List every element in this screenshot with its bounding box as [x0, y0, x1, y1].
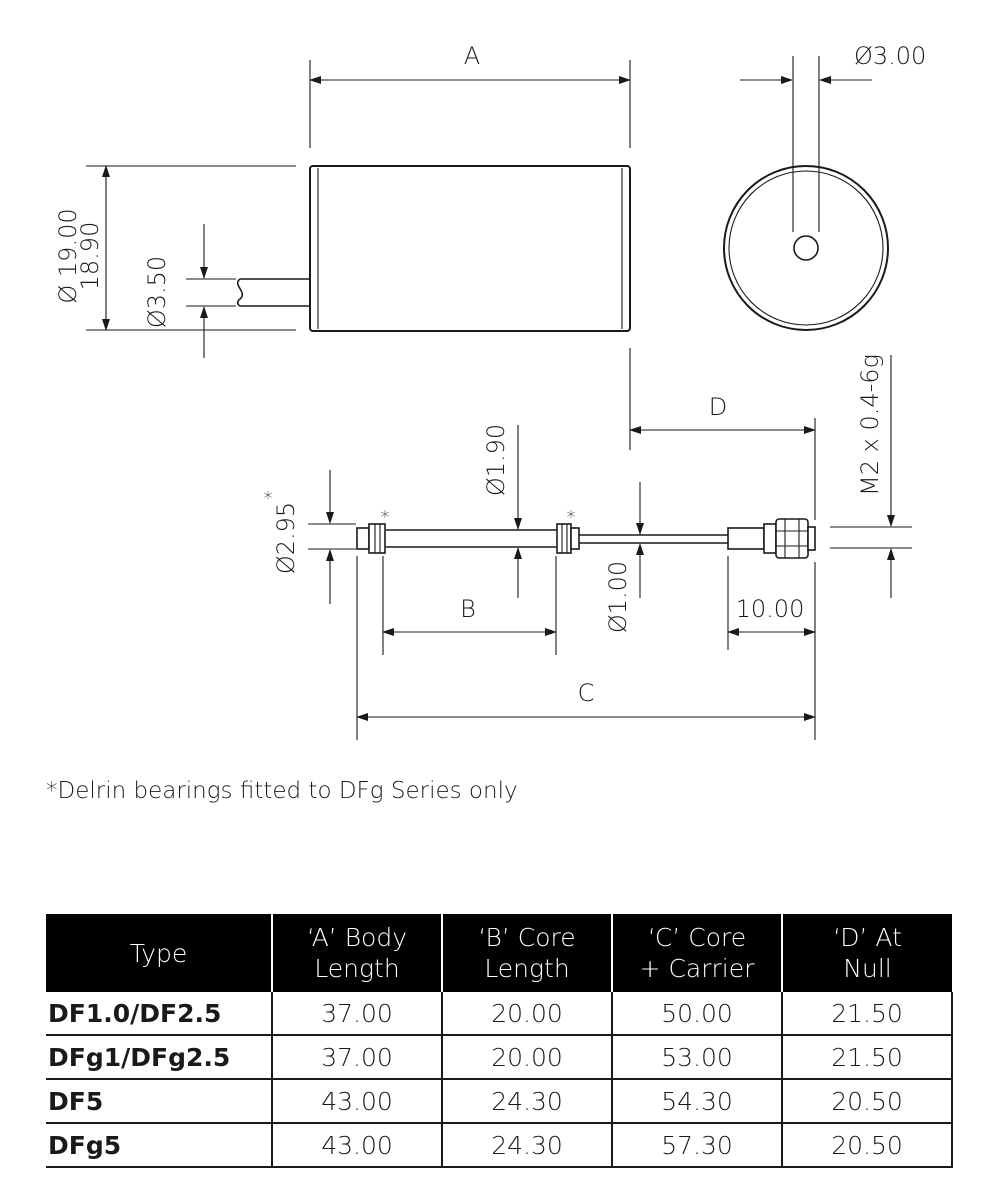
dimension-body-diameter: Ø 19.00 18.90: [54, 165, 296, 331]
dimension-rod-diameter: Ø1.00: [604, 482, 644, 633]
dimension-d: D: [629, 348, 816, 520]
cell-a: 43.00: [271, 1123, 443, 1168]
cell-b: 20.00: [441, 1035, 613, 1080]
body-end-view: [723, 165, 889, 331]
dimension-bore-diameter: Ø3.00: [740, 42, 926, 232]
dimension-2-95-star: *: [264, 488, 273, 509]
dimension-3-50-label: Ø3.50: [143, 256, 171, 328]
dimension-1-90-label: Ø1.90: [482, 424, 510, 496]
dimension-18-90-label: 18.90: [76, 222, 104, 291]
cell-c: 54.30: [611, 1079, 783, 1124]
cell-c: 50.00: [611, 992, 783, 1036]
cell-d: 21.50: [781, 1035, 953, 1080]
cell-a: 37.00: [271, 992, 443, 1036]
table-row: DFg1/DFg2.5 37.00 20.00 53.00 21.50: [46, 1035, 953, 1080]
dimension-2-95-label: Ø2.95: [272, 502, 300, 574]
dimension-a: A: [309, 42, 631, 148]
cell-b: 20.00: [441, 992, 613, 1036]
cell-type: DF5: [46, 1079, 273, 1124]
cell-d: 20.50: [781, 1079, 953, 1124]
header-c-core-carrier: ‘C’ Core+ Carrier: [611, 914, 782, 992]
dimension-3-00-label: Ø3.00: [854, 42, 926, 70]
cell-b: 24.30: [441, 1123, 613, 1168]
core-assembly: * *: [356, 507, 816, 559]
table-row: DF5 43.00 24.30 54.30 20.50: [46, 1079, 953, 1124]
cell-c: 53.00: [611, 1035, 783, 1080]
body-side-view: [236, 165, 631, 332]
dimension-d-label: D: [709, 393, 727, 421]
dimension-lead-diameter: Ø3.50: [143, 224, 236, 358]
dimension-19-00-label: Ø 19.00: [54, 208, 82, 303]
dimension-drawing: A Ø 19.00 18.90 Ø3.50 Ø3.00: [54, 42, 926, 740]
dimension-thread-length: 10.00: [727, 556, 816, 650]
cell-type: DFg5: [46, 1123, 273, 1168]
dimension-thread-label: M2 x 0.4-6g: [856, 354, 884, 496]
footnote: *Delrin bearings fitted to DFg Series on…: [46, 778, 518, 804]
header-type: Type: [46, 914, 272, 992]
dimension-c: C: [356, 556, 816, 740]
bearing-star-right: *: [567, 507, 576, 528]
dimension-core-diameter: Ø1.90: [482, 424, 522, 598]
cell-d: 21.50: [781, 992, 953, 1036]
dimension-1-00-label: Ø1.00: [604, 561, 632, 633]
table-row: DFg5 43.00 24.30 57.30 20.50: [46, 1123, 953, 1168]
dimension-thread: M2 x 0.4-6g: [830, 354, 912, 598]
dimension-b-label: B: [460, 595, 476, 623]
dimension-end-diameter: Ø2.95 *: [264, 470, 356, 604]
cell-b: 24.30: [441, 1079, 613, 1124]
cell-c: 57.30: [611, 1123, 783, 1168]
dimension-a-label: A: [464, 42, 480, 70]
bearing-star-left: *: [381, 507, 390, 528]
cell-a: 43.00: [271, 1079, 443, 1124]
dimension-10-00-label: 10.00: [736, 595, 805, 623]
table-row: DF1.0/DF2.5 37.00 20.00 50.00 21.50: [46, 992, 953, 1036]
cell-d: 20.50: [781, 1123, 953, 1168]
dimension-c-label: C: [578, 679, 595, 707]
cell-a: 37.00: [271, 1035, 443, 1080]
cell-type: DF1.0/DF2.5: [46, 992, 273, 1036]
dimension-b: B: [382, 556, 557, 655]
cell-type: DFg1/DFg2.5: [46, 1035, 273, 1080]
